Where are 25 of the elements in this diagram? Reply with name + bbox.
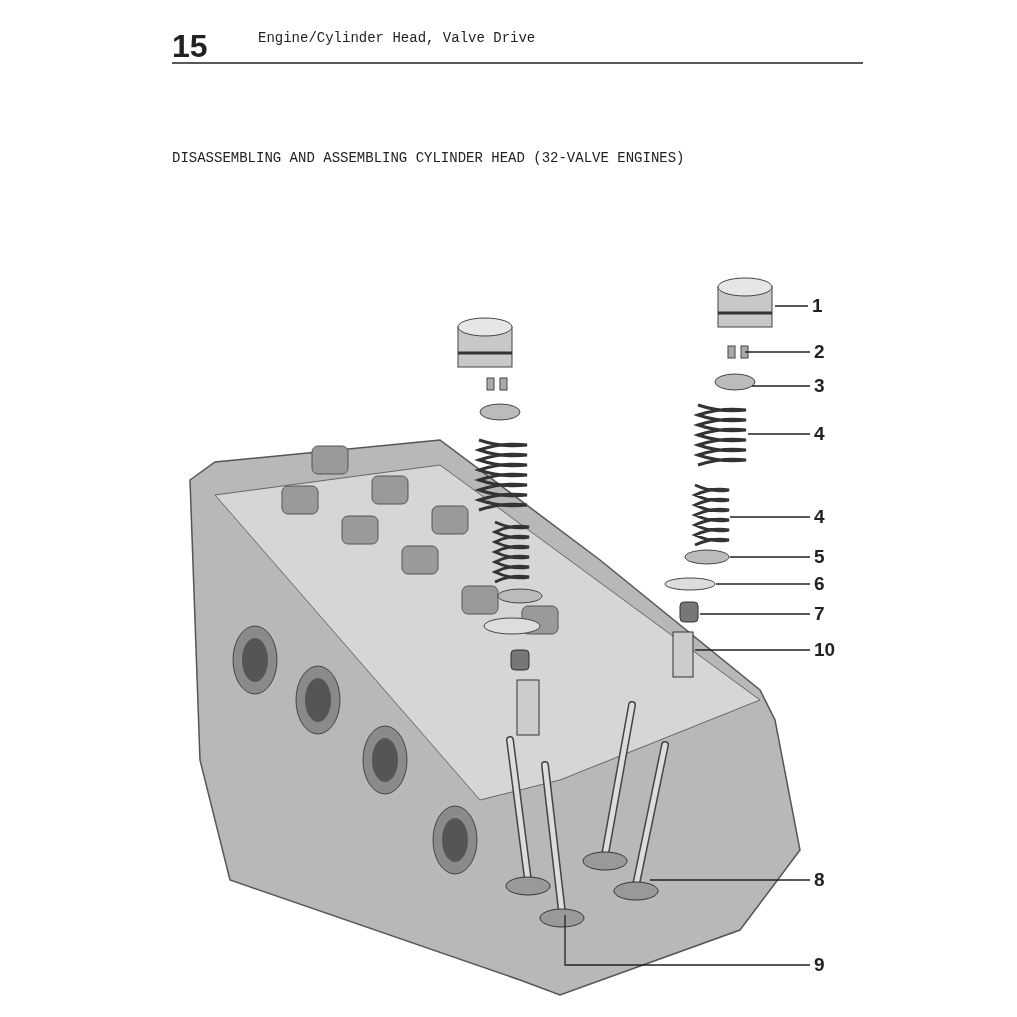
leader-line <box>699 613 811 615</box>
leader-line <box>744 351 811 353</box>
callout-number: 8 <box>814 870 825 890</box>
callout-number: 1 <box>812 296 823 316</box>
leader-line <box>729 556 811 558</box>
leader-line <box>729 516 811 518</box>
leader-line <box>751 385 811 387</box>
callout-number: 4 <box>814 507 825 527</box>
leader-line <box>649 879 811 881</box>
leader-line <box>774 305 809 307</box>
leader-line <box>715 583 811 585</box>
callout-number: 4 <box>814 424 825 444</box>
callout-number: 5 <box>814 547 825 567</box>
callout-number: 6 <box>814 574 825 594</box>
callout-number: 2 <box>814 342 825 362</box>
leader-line <box>694 649 811 651</box>
callout-number: 10 <box>814 640 836 660</box>
callout-number: 9 <box>814 955 825 975</box>
chapter-number: 15 <box>172 28 208 65</box>
callout-number: 7 <box>814 604 825 624</box>
header-text: Engine/Cylinder Head, Valve Drive <box>258 30 536 46</box>
leader-line <box>564 914 811 966</box>
leader-line <box>747 433 811 435</box>
callout-number: 3 <box>814 376 825 396</box>
page-title: DISASSEMBLING AND ASSEMBLING CYLINDER HEAD (32-VALVE ENGINES) <box>172 150 685 166</box>
